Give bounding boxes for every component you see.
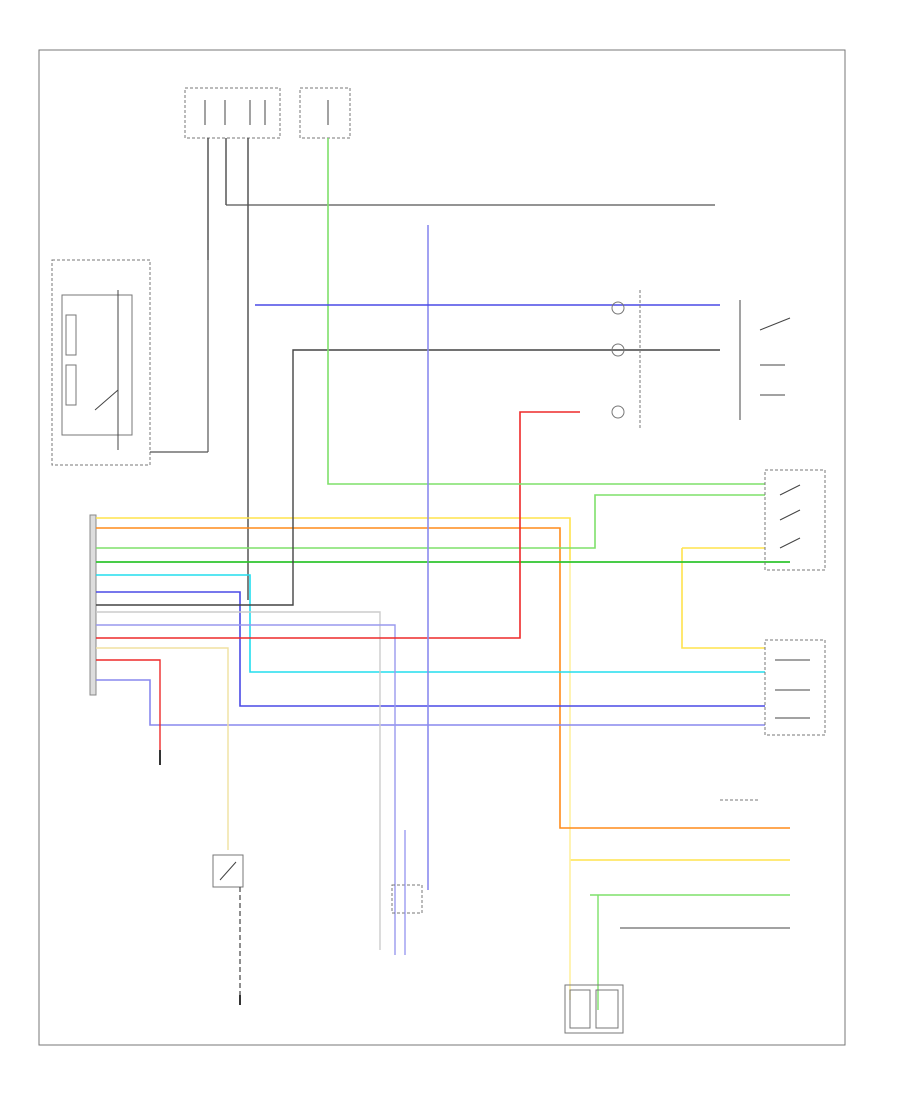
diagram-frame (38, 49, 846, 1046)
wire-black (96, 349, 720, 606)
data-link-connector (391, 830, 423, 955)
wire-lt-green (96, 494, 765, 549)
wire-red (96, 411, 580, 639)
cruise-actuator (764, 639, 826, 736)
clutch-switch (212, 854, 244, 995)
harness-wires (96, 349, 790, 1000)
fuse-leads (207, 138, 715, 600)
wire-yellow (96, 517, 571, 560)
connector-pins (89, 514, 97, 696)
brake-switch (764, 469, 826, 571)
vehicle-speed-sensor (564, 984, 624, 1034)
grounds (159, 750, 241, 1005)
pgm-fi-connectors (590, 799, 790, 1010)
gauge-assembly (611, 290, 641, 430)
wire-lt-blue (96, 574, 765, 673)
cruise-main-switch (739, 300, 791, 420)
wire-orange (96, 527, 790, 829)
wire-white (96, 611, 381, 950)
under-hood-fuse-box (184, 87, 281, 139)
vertical-wires (255, 138, 765, 890)
cruise-control-unit (51, 259, 151, 466)
under-dash-fuse-box (299, 87, 351, 139)
wire-blue (96, 591, 765, 707)
